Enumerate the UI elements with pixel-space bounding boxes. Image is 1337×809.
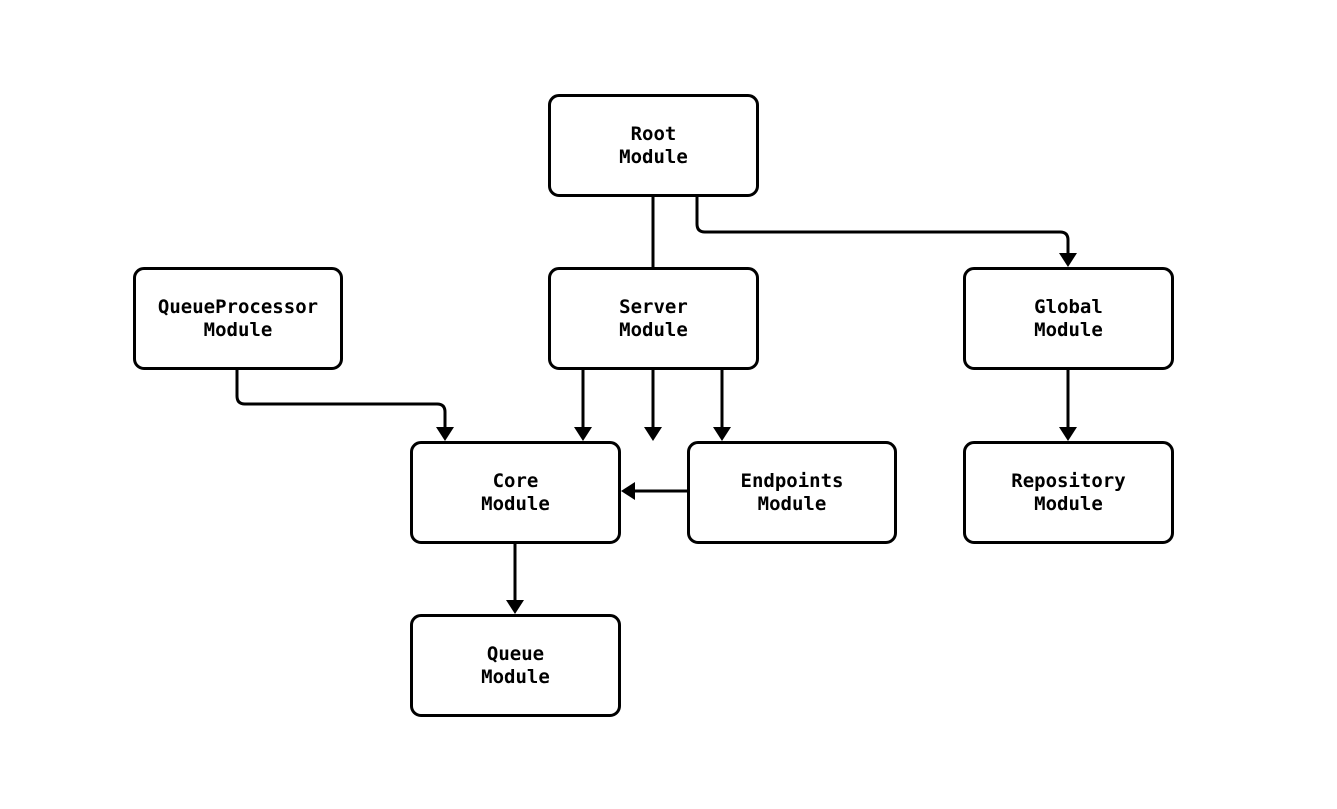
node-queueprocessor-module-label: QueueProcessor Module — [157, 295, 319, 341]
arrowhead-queueprocessor-core — [436, 427, 454, 441]
node-queue-module-label: Queue Module — [481, 642, 550, 688]
arrowhead-root-server — [644, 427, 662, 441]
edge-root-global — [695, 197, 1070, 253]
node-server-module-label: Server Module — [619, 295, 688, 341]
node-core-module[interactable]: Core Module — [410, 441, 621, 544]
node-repository-module[interactable]: Repository Module — [963, 441, 1174, 544]
node-global-module-label: Global Module — [1034, 295, 1103, 341]
arrowhead-root-global — [1059, 253, 1077, 267]
edge-queueprocessor-core — [235, 370, 447, 427]
node-queueprocessor-module[interactable]: QueueProcessor Module — [133, 267, 343, 370]
node-root-module[interactable]: Root Module — [548, 94, 759, 197]
node-repository-module-label: Repository Module — [1011, 469, 1126, 515]
node-global-module[interactable]: Global Module — [963, 267, 1174, 370]
arrowhead-global-repository — [1059, 427, 1077, 441]
node-core-module-label: Core Module — [481, 469, 550, 515]
node-endpoints-module[interactable]: Endpoints Module — [687, 441, 897, 544]
arrowhead-endpoints-core — [621, 482, 635, 500]
node-endpoints-module-label: Endpoints Module — [740, 469, 844, 515]
arrowhead-server-endpoints — [713, 427, 731, 441]
arrowhead-server-core — [574, 427, 592, 441]
node-root-module-label: Root Module — [619, 122, 688, 168]
arrowhead-core-queue — [506, 600, 524, 614]
node-server-module[interactable]: Server Module — [548, 267, 759, 370]
node-queue-module[interactable]: Queue Module — [410, 614, 621, 717]
